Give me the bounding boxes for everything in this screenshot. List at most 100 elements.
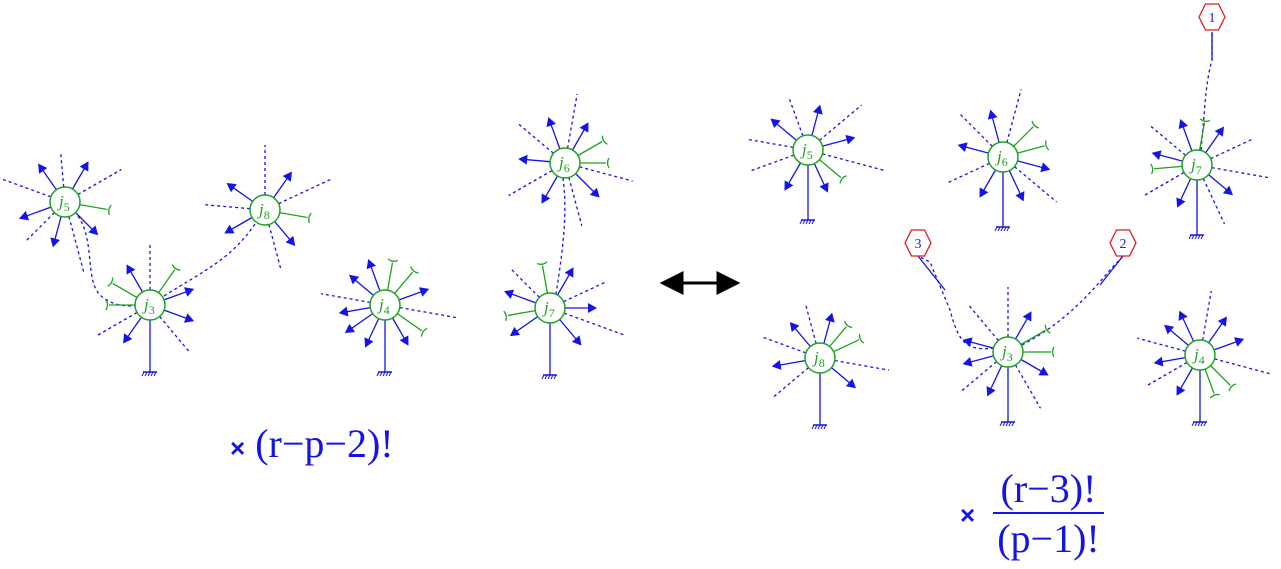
- triangle-tip: [123, 333, 133, 344]
- triangle-tip: [789, 321, 800, 333]
- triangle-tip: [226, 183, 237, 193]
- fork-spoke: [279, 211, 308, 219]
- fork-tip: [1209, 393, 1220, 399]
- ground-hatch: [814, 424, 818, 430]
- triangle-tip: [579, 122, 589, 133]
- ground-hatch: [811, 424, 815, 430]
- fork-tip: [1045, 140, 1050, 151]
- fork-tip: [536, 261, 548, 265]
- ground-hatch: [547, 374, 551, 380]
- triangle-tip: [79, 161, 89, 172]
- triangle-tip: [845, 134, 856, 145]
- node-circle: [1181, 149, 1213, 181]
- node-subscript: 5: [64, 200, 70, 214]
- dashed-spoke: [805, 304, 817, 344]
- ground-hatch: [808, 219, 812, 225]
- dashed-spoke: [1137, 337, 1186, 352]
- ground-hatch: [1194, 234, 1198, 240]
- node-subscript: 4: [1199, 353, 1205, 367]
- triangle-tip: [564, 267, 574, 278]
- fraction-numerator: (r−3)!: [993, 466, 1104, 514]
- dashed-spoke: [0, 177, 52, 198]
- ground-hatch: [1203, 421, 1207, 427]
- dashed-spoke: [1214, 358, 1273, 376]
- marker-2: 2: [1109, 229, 1137, 257]
- triangle-tip: [571, 335, 582, 346]
- fork-spoke: [79, 203, 108, 211]
- triangle-tip: [1040, 162, 1051, 173]
- dashed-spoke: [320, 293, 371, 304]
- fork-tip: [171, 264, 181, 271]
- dashed-spoke: [510, 268, 540, 298]
- dashed-spoke: [968, 305, 999, 341]
- triangle-tip: [1022, 311, 1032, 322]
- triangle-tip: [224, 224, 235, 234]
- dashed-spoke: [563, 312, 626, 336]
- triangle-tip: [418, 287, 430, 297]
- node-l8: j8: [249, 194, 281, 226]
- fork-tip: [1051, 346, 1055, 358]
- fork-tip: [1228, 383, 1237, 392]
- node-subscript: 7: [1196, 163, 1202, 177]
- triangle-tip: [1178, 310, 1188, 321]
- triangle-tip: [399, 335, 409, 346]
- ground-hatch: [817, 424, 821, 430]
- triangle-tip: [1214, 126, 1224, 137]
- fork-spoke: [577, 140, 603, 157]
- dashed-spoke: [760, 335, 807, 354]
- triangle-tip: [344, 323, 356, 334]
- triangle-tip: [546, 116, 557, 128]
- node-circle: [549, 147, 581, 179]
- dashed-spoke: [278, 177, 334, 205]
- ground-hatch: [1197, 421, 1201, 427]
- ground-hatch: [1188, 234, 1192, 240]
- ground-hatch: [1200, 234, 1204, 240]
- node-subscript: 8: [819, 356, 825, 370]
- triangle-tip: [183, 313, 195, 323]
- triangle-tip: [1217, 316, 1227, 327]
- fork-spoke: [394, 271, 414, 294]
- ground-hatch: [997, 226, 1001, 232]
- triangle-tip: [541, 193, 551, 204]
- ground-hatch: [376, 371, 380, 377]
- triangle-tip: [50, 237, 60, 248]
- times-sign: ×: [230, 433, 246, 463]
- triangle-tip: [1151, 150, 1162, 160]
- node-subscript: 4: [384, 303, 390, 317]
- dashed-spoke: [159, 316, 190, 352]
- triangle-tip: [1015, 191, 1025, 202]
- fraction: (r−3)! (p−1)!: [993, 466, 1104, 564]
- dashed-edge: [163, 223, 256, 297]
- fork-spoke: [1154, 165, 1183, 170]
- node-circle: [992, 336, 1024, 368]
- node-circle: [534, 292, 566, 324]
- triangle-tip: [18, 210, 30, 221]
- dashed-spoke: [959, 361, 997, 393]
- dashed-spoke: [1201, 290, 1212, 341]
- ground-hatch: [541, 374, 545, 380]
- triangle-tip: [962, 337, 973, 347]
- dashed-spoke: [399, 306, 459, 319]
- hexagon-icon: [904, 229, 932, 257]
- fork-tip: [410, 266, 419, 274]
- marker-label: 3: [915, 237, 922, 252]
- ground-hatch: [544, 374, 548, 380]
- dashed-spoke: [1145, 361, 1188, 388]
- triangle-tip: [126, 264, 136, 275]
- triangle-tip: [1038, 366, 1049, 376]
- triangle-tip: [88, 225, 99, 236]
- fork-spoke: [819, 159, 842, 179]
- fork-spoke: [1204, 368, 1215, 394]
- fork-spoke: [507, 309, 536, 317]
- fork-tip: [1044, 324, 1051, 334]
- fork-tip: [387, 258, 399, 262]
- ground-hatch: [550, 374, 554, 380]
- fork-spoke: [833, 339, 860, 353]
- fork-spoke: [1017, 145, 1045, 154]
- node-subscript: 5: [807, 148, 813, 162]
- ground-hatch: [1194, 421, 1198, 427]
- dashed-spoke: [788, 98, 804, 137]
- triangle-tip: [986, 386, 996, 397]
- dashed-spoke: [945, 162, 990, 185]
